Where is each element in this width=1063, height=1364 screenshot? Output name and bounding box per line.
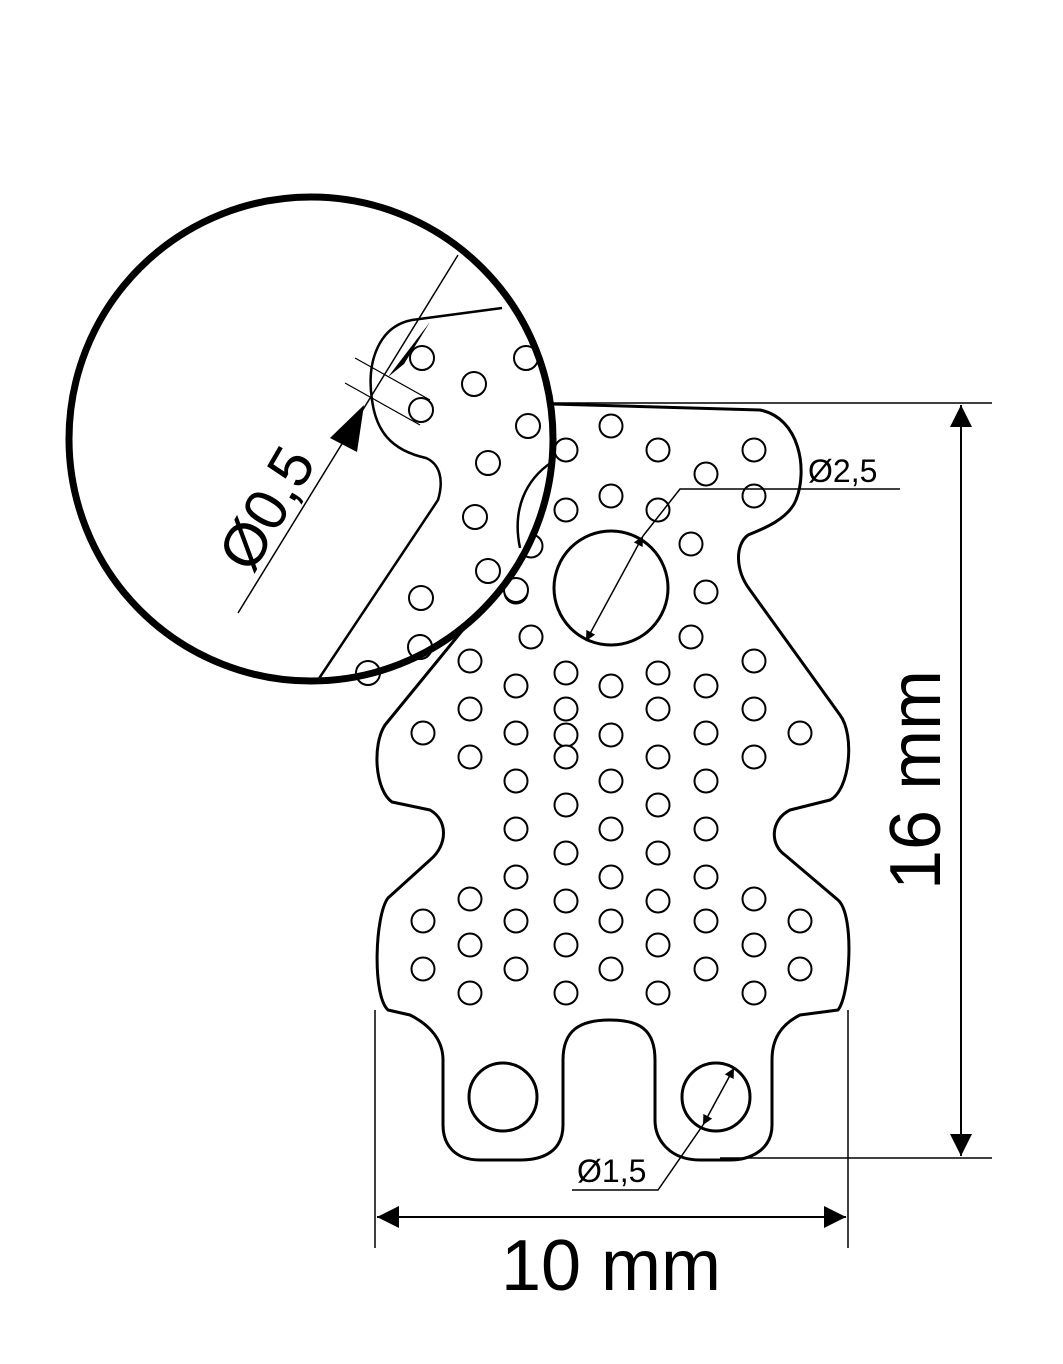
perforation-hole — [645, 792, 671, 818]
perforation-hole — [503, 908, 529, 934]
perforation-hole — [503, 720, 529, 746]
perforation-hole — [645, 840, 671, 866]
perforation-hole — [503, 673, 529, 699]
perforation-hole — [741, 744, 767, 770]
perforation-hole — [503, 816, 529, 842]
small-hole-leader — [572, 1124, 704, 1191]
small-hole-dim-line — [702, 1067, 735, 1126]
perforation-hole — [598, 908, 624, 934]
bottom-hole-left — [467, 1061, 539, 1133]
perforation-hole — [645, 932, 671, 958]
perforation-hole — [598, 956, 624, 982]
perforation-hole — [741, 483, 767, 509]
perforation-hole — [410, 956, 436, 982]
perforation-hole — [693, 579, 719, 605]
height-label: 16 mm — [876, 670, 956, 890]
perforation-hole — [553, 840, 579, 866]
perforation-hole — [645, 696, 671, 722]
perforation-hole — [457, 932, 483, 958]
perforation-hole — [693, 720, 719, 746]
width-label: 10 mm — [501, 1226, 721, 1306]
perforation-hole — [693, 673, 719, 699]
perforation-hole — [787, 908, 813, 934]
perforation-hole — [553, 497, 579, 523]
perforation-hole — [598, 483, 624, 509]
detail-perforation-hole — [408, 585, 434, 611]
detail-perforation-hole — [475, 558, 501, 584]
perforation-hole — [553, 696, 579, 722]
small-hole-label: Ø1,5 — [577, 1153, 646, 1189]
perforation-hole — [518, 624, 544, 650]
perforation-hole — [410, 720, 436, 746]
perforation-hole — [598, 413, 624, 439]
perforation-hole — [553, 660, 579, 686]
detail-perforation-hole — [408, 397, 434, 423]
detail-large-hole-arc — [516, 460, 553, 549]
perforation-hole — [693, 768, 719, 794]
perforation-hole — [787, 720, 813, 746]
perforation-hole — [598, 673, 624, 699]
perforation-hole — [741, 932, 767, 958]
perforation-hole — [598, 768, 624, 794]
perforation-hole — [645, 497, 671, 523]
perforation-hole — [553, 722, 579, 748]
detail-plate-edge — [316, 306, 503, 681]
perforation-hole — [457, 648, 483, 674]
large-hole-label: Ø2,5 — [808, 453, 877, 489]
perforation-hole — [457, 744, 483, 770]
detail-ext-2 — [344, 382, 421, 426]
perforation-hole — [678, 531, 704, 557]
perforation-hole — [741, 648, 767, 674]
perforation-hole — [553, 888, 579, 914]
perforation-hole — [503, 864, 529, 890]
perforation-hole — [741, 886, 767, 912]
perforation-hole — [553, 437, 579, 463]
detail-ext-1 — [354, 357, 431, 401]
perforation-hole — [741, 980, 767, 1006]
perforation-hole — [553, 980, 579, 1006]
perforation-hole — [553, 932, 579, 958]
large-hole — [552, 529, 670, 647]
perforation-hole — [693, 908, 719, 934]
detail-perforation-hole — [461, 371, 487, 397]
perforation-hole — [598, 722, 624, 748]
perforation-hole — [693, 461, 719, 487]
detail-perforation-hole — [462, 504, 488, 530]
perforation-hole — [645, 888, 671, 914]
perforation-hole — [741, 696, 767, 722]
perforation-hole — [645, 980, 671, 1006]
detail-perforation-hole — [409, 345, 435, 371]
perforation-hole — [457, 980, 483, 1006]
detail-circle — [65, 193, 557, 685]
perforation-hole — [410, 908, 436, 934]
detail-perforation-hole — [515, 413, 541, 439]
large-hole-dim-line — [585, 535, 644, 642]
perforation-hole — [693, 956, 719, 982]
perforation-hole — [598, 816, 624, 842]
perforation-hole — [645, 437, 671, 463]
perforation-hole — [457, 886, 483, 912]
perforation-hole — [693, 816, 719, 842]
perforation-hole — [693, 864, 719, 890]
perforation-hole — [645, 660, 671, 686]
detail-arrow-bottom — [330, 405, 364, 452]
perforation-hole — [457, 696, 483, 722]
perforation-hole — [645, 744, 671, 770]
perforation-hole — [553, 744, 579, 770]
large-hole-leader — [642, 488, 900, 537]
bottom-hole-right — [680, 1061, 752, 1133]
detail-arrow-top — [388, 322, 430, 377]
perforation-hole — [787, 956, 813, 982]
perforation-hole — [678, 624, 704, 650]
perforation-hole — [598, 864, 624, 890]
perforation-hole — [503, 768, 529, 794]
perforation-holes — [410, 413, 813, 1006]
perforation-hole — [741, 437, 767, 463]
perforation-hole — [553, 792, 579, 818]
detail-perforation-hole — [475, 450, 501, 476]
perforation-hole — [503, 956, 529, 982]
